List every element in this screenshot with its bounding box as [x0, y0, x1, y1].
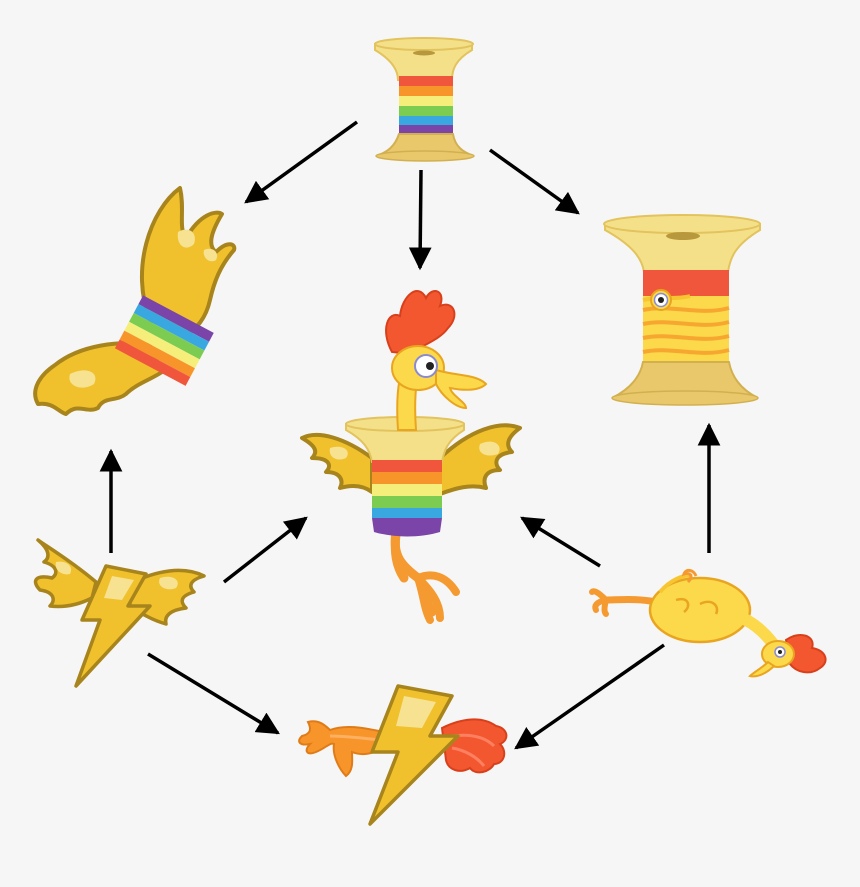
edges	[99, 120, 721, 750]
edge-winged-lightning-to-lightning-feet	[147, 652, 280, 735]
rubber-chicken-icon	[589, 568, 827, 678]
winged-lightning-bolt-icon	[33, 538, 206, 688]
edge-spool-rainbow-to-spool-yellow	[488, 148, 580, 215]
rainbow-thread-spool-icon	[374, 37, 475, 162]
rainbow-banded-wings-icon	[33, 186, 237, 416]
lightning-bolt-chicken-feet-icon	[298, 684, 508, 826]
edge-spool-rainbow-to-wings	[244, 120, 359, 204]
chicken-spool-hybrid-icon	[300, 290, 522, 624]
edge-rubber-chicken-to-lightning-feet	[514, 643, 665, 750]
edge-rubber-chicken-to-hybrid	[520, 516, 601, 568]
yellow-thread-spool-icon	[603, 214, 761, 406]
edge-spool-rainbow-to-hybrid	[408, 169, 432, 271]
edge-winged-lightning-to-hybrid	[222, 516, 308, 584]
